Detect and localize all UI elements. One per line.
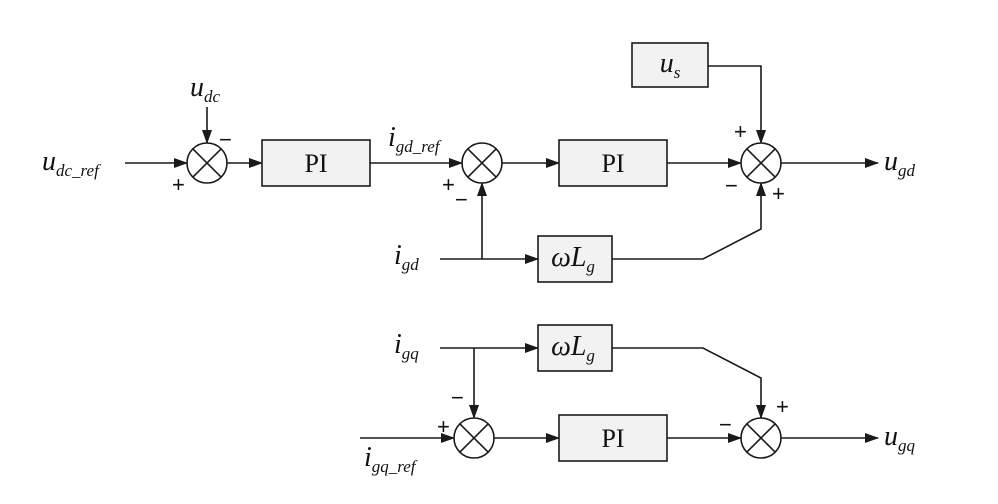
omega-lg-block-q-label: ωLg — [551, 331, 595, 365]
signal-igd-ref-label: igd_ref — [388, 122, 442, 156]
sign-sum3-top: + — [734, 119, 747, 144]
sign-sum5-top: + — [776, 394, 789, 419]
pi-block-d: PI — [558, 139, 668, 187]
sign-sum1-top: − — [219, 127, 232, 152]
d-axis-wires — [125, 65, 879, 264]
us-block-label: us — [660, 48, 681, 82]
sum-junction-id — [461, 142, 503, 184]
sum-junction-ud — [740, 142, 782, 184]
omega-lg-block-q: ωLg — [537, 324, 613, 372]
signal-igq-label: igq — [394, 329, 419, 363]
pi-block-d-label: PI — [601, 149, 624, 178]
signal-udc-ref-label: udc_ref — [42, 146, 101, 180]
pi-block-q: PI — [558, 414, 668, 462]
signal-ugd-label: ugd — [884, 146, 916, 180]
omega-lg-block-d: ωLg — [537, 235, 613, 283]
sign-sum5-left: − — [719, 412, 732, 437]
sign-sum1-left: + — [172, 172, 185, 197]
signal-udc-label: udc — [190, 72, 221, 106]
pi-block-q-label: PI — [601, 424, 624, 453]
signal-igd-label: igd — [394, 240, 419, 274]
us-block: us — [631, 42, 709, 88]
omega-lg-block-d-label: ωLg — [551, 242, 595, 276]
sign-sum2-bottom: − — [455, 187, 468, 212]
signal-ugq-label: ugq — [884, 421, 916, 455]
sign-sum4-left: + — [437, 414, 450, 439]
sum-junction-dc — [186, 142, 228, 184]
signal-igq-ref-label: igq_ref — [364, 442, 418, 476]
sum-junction-uq — [740, 417, 782, 459]
sign-sum2-left: + — [442, 172, 455, 197]
sign-sum3-bottom: + — [772, 181, 785, 206]
sign-sum4-top: − — [451, 385, 464, 410]
sum-junction-iq — [453, 417, 495, 459]
sign-sum3-left: − — [725, 173, 738, 198]
q-axis-wires — [360, 343, 879, 443]
pi-block-dc: PI — [261, 139, 371, 187]
pi-block-dc-label: PI — [304, 149, 327, 178]
